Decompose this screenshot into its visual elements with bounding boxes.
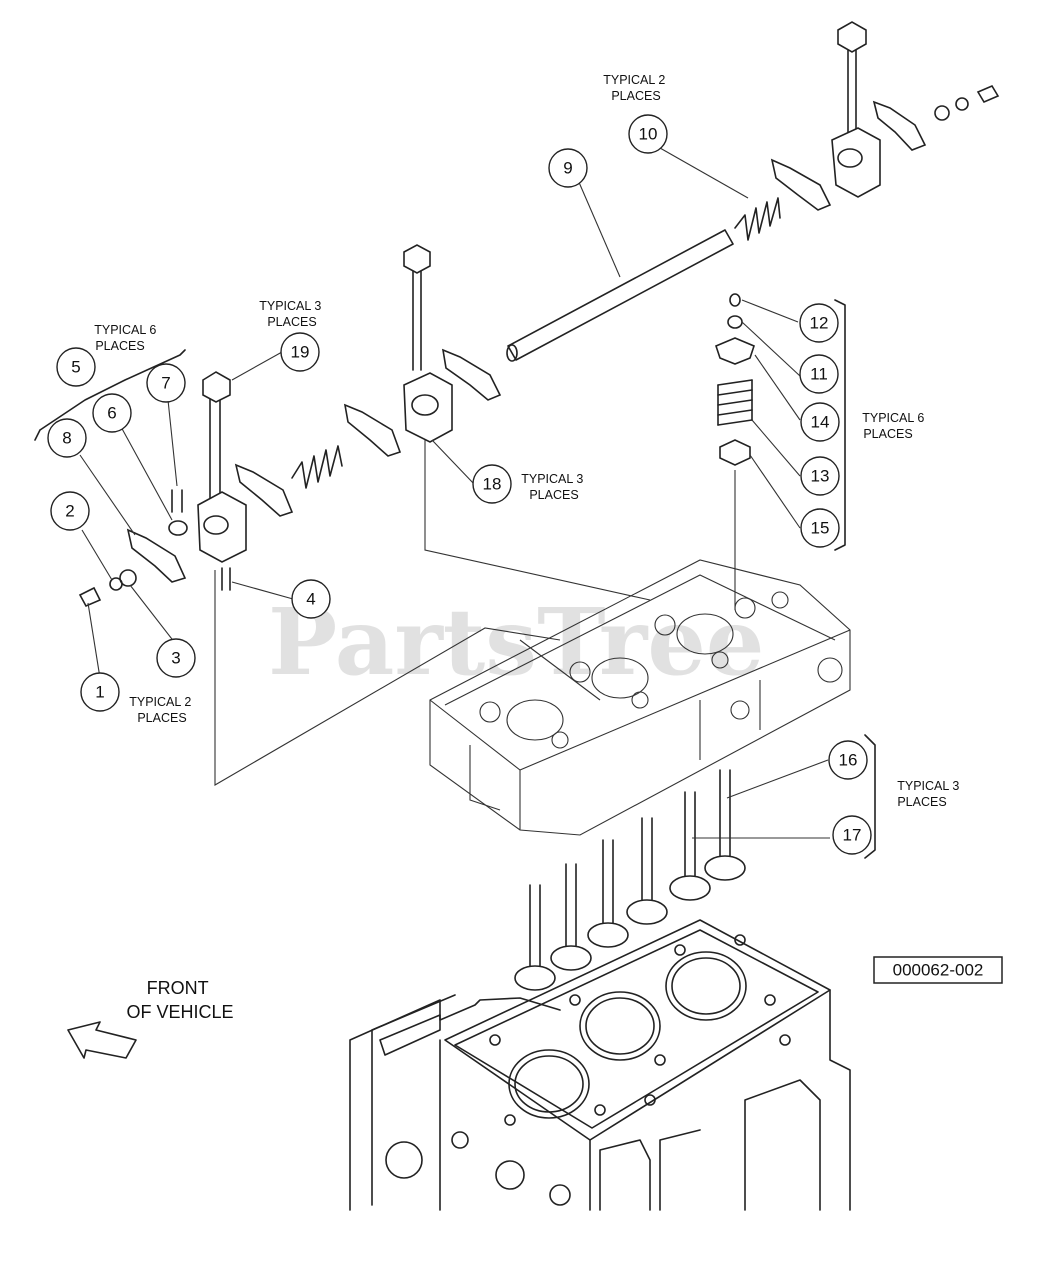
callout-7: 7 — [146, 363, 186, 403]
callout-circle — [280, 332, 320, 372]
callout-number: 10 — [639, 125, 658, 144]
valve-spring-assembly — [715, 293, 755, 610]
cylinder-head — [429, 559, 851, 836]
reference-code: 000062-002 — [893, 961, 984, 980]
callout-circle — [548, 148, 588, 188]
callout-circle — [50, 491, 90, 531]
valve — [669, 791, 711, 901]
callout-13: 13 — [800, 456, 840, 496]
callout-15: 15 — [800, 508, 840, 548]
callout-number: 12 — [810, 314, 829, 333]
callout-circle — [291, 579, 331, 619]
callout-circle — [146, 363, 186, 403]
callout-10: 10 — [628, 114, 668, 154]
front-arrow-icon — [67, 1021, 137, 1059]
callout-19: 19 — [280, 332, 320, 372]
callout-number: 1 — [95, 683, 104, 702]
callout-8: 8 — [47, 418, 87, 458]
left-rocker-assembly — [78, 371, 294, 608]
watermark-text: PartsTree — [268, 588, 764, 696]
callout-number: 19 — [291, 343, 310, 362]
callout-16: 16 — [828, 740, 868, 780]
note-typical-3-right: TYPICAL 3 PLACES — [897, 779, 963, 809]
shaft-spring-lower — [291, 445, 343, 489]
callout-11: 11 — [799, 354, 839, 394]
note-typical-2-top: TYPICAL 2 PLACES — [603, 73, 669, 103]
callout-number: 2 — [65, 502, 74, 521]
note-typical-3-middle: TYPICAL 3 PLACES — [521, 472, 587, 502]
note-typical-3-left: TYPICAL 3 PLACES — [259, 299, 325, 329]
callout-circle — [799, 354, 839, 394]
callout-18: 18 — [472, 464, 512, 504]
callout-circle — [628, 114, 668, 154]
callout-number: 7 — [161, 374, 170, 393]
engine-block — [349, 919, 851, 1211]
callout-1: 1 — [80, 672, 120, 712]
callout-17: 17 — [832, 815, 872, 855]
callout-circle — [56, 347, 96, 387]
valve — [704, 769, 746, 881]
shaft-spring-upper — [734, 197, 781, 241]
callout-number: 9 — [563, 159, 572, 178]
callout-number: 4 — [306, 590, 315, 609]
callout-circle — [92, 393, 132, 433]
callout-circle — [828, 740, 868, 780]
valve — [514, 884, 556, 991]
valve — [550, 863, 592, 971]
callout-circle — [800, 508, 840, 548]
middle-rocker-assembly — [343, 244, 502, 457]
assembly-lines — [34, 299, 876, 859]
callout-number: 16 — [839, 751, 858, 770]
callout-circle — [156, 638, 196, 678]
callout-4: 4 — [291, 579, 331, 619]
note-typical-2-bottom: TYPICAL 2 PLACES — [129, 695, 195, 725]
callout-number: 13 — [811, 467, 830, 486]
callout-number: 6 — [107, 404, 116, 423]
callout-number: 5 — [71, 358, 80, 377]
valve — [587, 839, 629, 948]
callout-circle — [800, 456, 840, 496]
callout-number: 14 — [811, 413, 830, 432]
callout-number: 18 — [483, 475, 502, 494]
callout-circle — [47, 418, 87, 458]
front-label: FRONT OF VEHICLE — [126, 978, 233, 1022]
reference-code-box: 000062-002 — [873, 956, 1003, 984]
front-of-vehicle-label: FRONT OF VEHICLE — [67, 978, 234, 1059]
callout-number: 3 — [171, 649, 180, 668]
rocker-shaft — [506, 229, 734, 362]
callout-number: 17 — [843, 826, 862, 845]
callout-2: 2 — [50, 491, 90, 531]
callout-12: 12 — [799, 303, 839, 343]
callout-14: 14 — [800, 402, 840, 442]
valves — [514, 769, 746, 991]
callout-circle — [80, 672, 120, 712]
callout-number: 11 — [810, 365, 828, 384]
note-typical-6-right: TYPICAL 6 PLACES — [862, 411, 928, 441]
callout-number: 15 — [811, 519, 830, 538]
leader-lines — [79, 147, 830, 839]
callout-3: 3 — [156, 638, 196, 678]
callout-5: 5 — [56, 347, 96, 387]
note-typical-6-left: TYPICAL 6 PLACES — [94, 323, 160, 353]
callout-circle — [832, 815, 872, 855]
callout-circle — [799, 303, 839, 343]
callout-6: 6 — [92, 393, 132, 433]
upper-rocker-assembly — [770, 21, 1000, 211]
valve — [626, 817, 668, 925]
typical-notes: TYPICAL 2 PLACES TYPICAL 3 PLACES TYPICA… — [94, 73, 963, 809]
callout-9: 9 — [548, 148, 588, 188]
callout-number: 8 — [62, 429, 71, 448]
callout-circle — [472, 464, 512, 504]
callout-circle — [800, 402, 840, 442]
